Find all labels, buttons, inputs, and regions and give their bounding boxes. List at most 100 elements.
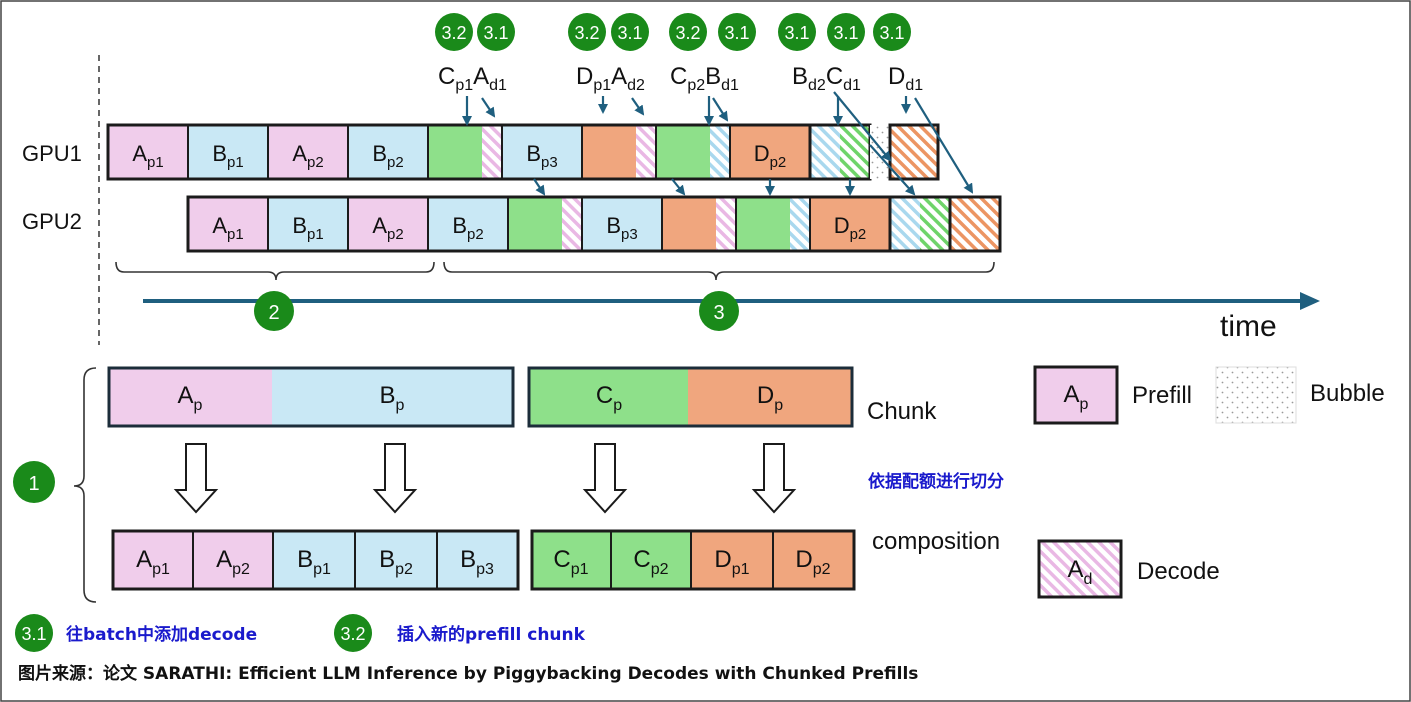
section-1-brace (73, 367, 97, 603)
gpu2-label: GPU2 (22, 209, 82, 234)
gpu1-block-cp1 (428, 125, 482, 179)
legend-prefill-swatch (1033, 365, 1119, 425)
svg-text:往batch中添加decode: 往batch中添加decode (66, 624, 257, 645)
comp-label-bp3: Bp3 (460, 546, 494, 578)
legend-prefill-label: Prefill (1132, 382, 1192, 409)
label-dd1: Dd1 (888, 63, 923, 94)
gpu2-label-dp2: Dp2 (834, 213, 867, 243)
gpu1-row (106, 123, 940, 181)
gpu1-block-cd1 (840, 125, 870, 179)
svg-text:3.2: 3.2 (675, 23, 700, 43)
bracket-phase-3 (443, 261, 995, 281)
comp-label-dp2: Dp2 (795, 546, 830, 578)
legend-prefill-box-label: Ap (1064, 381, 1089, 413)
marker-3-1: 3.1 (873, 13, 911, 51)
split-note: 依据配额进行切分 (868, 471, 1004, 492)
svg-text:2: 2 (268, 302, 279, 324)
legend-bubble-swatch (1215, 366, 1297, 424)
comp-label-cp2: Cp2 (633, 546, 668, 578)
top-markers: 3.2 3.1 3.2 3.1 3.2 3.1 3.1 3.1 3.1 (435, 13, 911, 51)
comp-label-cp1: Cp1 (553, 546, 588, 578)
gpu1-block-dp2 (730, 125, 810, 179)
marker-3-2: 3.2 (568, 13, 606, 51)
svg-text:3.1: 3.1 (724, 23, 749, 43)
time-label: time (1220, 310, 1277, 343)
label-dp1-ad2: Dp1Ad2 (576, 63, 645, 94)
gpu1-block-bp2 (348, 125, 428, 179)
marker-3-1: 3.1 (611, 13, 649, 51)
chunk-label-bp: Bp (380, 382, 405, 414)
gpu1-label-bp1: Bp1 (212, 141, 243, 171)
gpu1-label-ap1: Ap1 (132, 141, 163, 171)
svg-text:3.2: 3.2 (340, 624, 365, 644)
svg-text:3.2: 3.2 (574, 23, 599, 43)
svg-text:3.2: 3.2 (441, 23, 466, 43)
label-cp2-bd1: Cp2Bd1 (670, 63, 739, 94)
chunk-label-cp: Cp (596, 382, 622, 414)
gpu2-label-ap2: Ap2 (372, 213, 403, 243)
comp-label-ap2: Ap2 (216, 546, 250, 578)
svg-text:3.1: 3.1 (833, 23, 858, 43)
gpu1-block-bp3 (502, 125, 582, 179)
bracket-phase-2 (115, 261, 435, 281)
comp-label-bp2: Bp2 (379, 546, 413, 578)
composition-row (111, 529, 856, 591)
flow-arrows (462, 91, 974, 196)
gpu2-label-bp3: Bp3 (606, 213, 637, 243)
svg-text:1: 1 (28, 473, 39, 495)
gpu1-block-dd1 (888, 123, 940, 181)
comp-label-ap1: Ap1 (136, 546, 170, 578)
comp-label-bp1: Bp1 (297, 546, 331, 578)
source-caption: 图片来源：论文 SARATHI: Efficient LLM Inference… (18, 663, 918, 684)
svg-text:3.1: 3.1 (21, 624, 46, 644)
gpu1-block-bd2 (810, 125, 840, 179)
legend-bubble-label: Bubble (1310, 380, 1385, 407)
marker-3-1: 3.1 (778, 13, 816, 51)
svg-text:3.1: 3.1 (617, 23, 642, 43)
legend-decode-swatch (1037, 539, 1123, 599)
footer-note-3-1: 3.1 往batch中添加decode (15, 614, 257, 652)
chunk-label-ap: Ap (178, 382, 203, 414)
time-axis-arrowhead (1300, 292, 1320, 310)
footer-note-3-2: 3.2 插入新的prefill chunk (334, 614, 586, 652)
gpu1-label-dp2: Dp2 (754, 141, 787, 171)
gpu1-block-bp1 (188, 125, 268, 179)
marker-3-1: 3.1 (718, 13, 756, 51)
label-bd2-cd1: Bd2Cd1 (792, 63, 861, 94)
marker-2: 2 (254, 291, 294, 331)
gpu2-label-bp2: Bp2 (452, 213, 483, 243)
gpu2-label-bp1: Bp1 (292, 213, 323, 243)
marker-3-1: 3.1 (477, 13, 515, 51)
gpu1-block-ad1 (482, 125, 502, 179)
gpu2-label-ap1: Ap1 (212, 213, 243, 243)
composition-label: composition (872, 528, 1000, 555)
split-arrows (173, 443, 797, 514)
gpu1-block-cp2 (656, 125, 710, 179)
gpu1-block-ap1 (108, 125, 188, 179)
gpu1-block-ap2 (268, 125, 348, 179)
gpu1-label: GPU1 (22, 141, 82, 166)
label-cp1-ad1: Cp1Ad1 (438, 63, 507, 94)
gpu1-block-bd1 (710, 125, 730, 179)
marker-3-1: 3.1 (827, 13, 865, 51)
gpu1-label-bp3: Bp3 (526, 141, 557, 171)
svg-text:3: 3 (713, 302, 724, 324)
marker-3: 3 (699, 291, 739, 331)
legend-decode-box-label: Ad (1068, 556, 1093, 588)
chunk-label: Chunk (867, 398, 937, 425)
marker-3-2: 3.2 (435, 13, 473, 51)
gpu1-label-bp2: Bp2 (372, 141, 403, 171)
chunk-row (107, 366, 854, 428)
gpu1-block-dp1 (582, 125, 636, 179)
legend-decode-label: Decode (1137, 558, 1220, 585)
gpu2-row (186, 195, 1002, 253)
svg-text:3.1: 3.1 (483, 23, 508, 43)
svg-text:插入新的prefill chunk: 插入新的prefill chunk (397, 624, 586, 645)
gpu1-block-ad2 (636, 125, 656, 179)
gpu1-label-ap2: Ap2 (292, 141, 323, 171)
marker-3-2: 3.2 (669, 13, 707, 51)
legend: Ap Prefill Bubble Ad Decode (1033, 365, 1385, 599)
comp-label-dp1: Dp1 (714, 546, 749, 578)
